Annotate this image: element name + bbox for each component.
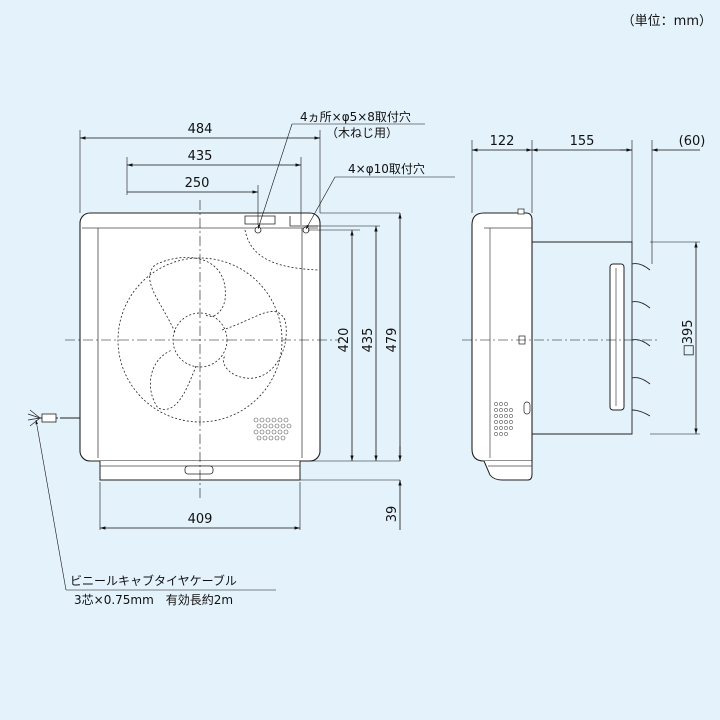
front-extension-lines — [79, 130, 400, 530]
dim-depth-122: 122 — [490, 134, 515, 149]
dim-depth-155: 155 — [570, 134, 595, 149]
side-extension-lines — [471, 140, 700, 435]
side-knob — [523, 401, 531, 415]
vent-dots — [253, 417, 292, 441]
note-cable-spec: 3芯×0.75mm 有効長約2m — [74, 592, 233, 607]
side-bottom-flange — [483, 460, 533, 481]
shutter-louvers — [631, 263, 651, 417]
top-recess-hidden — [244, 229, 319, 271]
fan-blade-2 — [221, 311, 287, 379]
front-height-dimensions: 420 435 479 39 — [337, 213, 402, 530]
dim-width-435: 435 — [188, 149, 213, 164]
power-cable — [27, 409, 80, 427]
side-square-dimension: □395 — [681, 242, 698, 434]
duct-outline — [532, 241, 633, 435]
dim-height-435: 435 — [361, 328, 376, 353]
unit-label: （単位：mm） — [621, 14, 712, 29]
note-mount-holes-wood: 4ヵ所×φ5×8取付穴 — [300, 109, 411, 124]
dim-square-395: □395 — [681, 319, 696, 356]
dim-height-420: 420 — [337, 328, 352, 353]
dim-height-479: 479 — [385, 328, 400, 353]
fan-blade-1 — [149, 257, 226, 333]
note-cable-type: ビニールキャブタイヤケーブル — [70, 573, 237, 588]
front-width-dimensions: 484 435 250 409 — [80, 122, 320, 530]
side-body-outline — [471, 212, 533, 462]
dim-width-250: 250 — [185, 176, 210, 191]
dim-width-484: 484 — [188, 122, 213, 137]
mount-hole-left — [254, 226, 262, 234]
cable-note: ビニールキャブタイヤケーブル 3芯×0.75mm 有効長約2m — [35, 419, 276, 607]
dim-height-39: 39 — [385, 506, 400, 523]
side-depth-dimensions: 122 155 (60) — [472, 134, 706, 152]
dim-depth-60: (60) — [679, 134, 706, 149]
note-mount-holes-10: 4×φ10取付穴 — [348, 161, 425, 176]
side-vent-dots — [494, 402, 513, 436]
fan-blade-3 — [150, 349, 197, 410]
side-view — [462, 208, 660, 481]
shutter-frame — [609, 263, 625, 411]
front-view — [27, 200, 340, 500]
note-wood-screw: （木ねじ用） — [326, 126, 398, 140]
hole-notes: 4ヵ所×φ5×8取付穴 （木ねじ用） 4×φ10取付穴 — [257, 109, 455, 230]
pull-tab — [184, 465, 214, 475]
dim-width-409: 409 — [188, 512, 213, 527]
